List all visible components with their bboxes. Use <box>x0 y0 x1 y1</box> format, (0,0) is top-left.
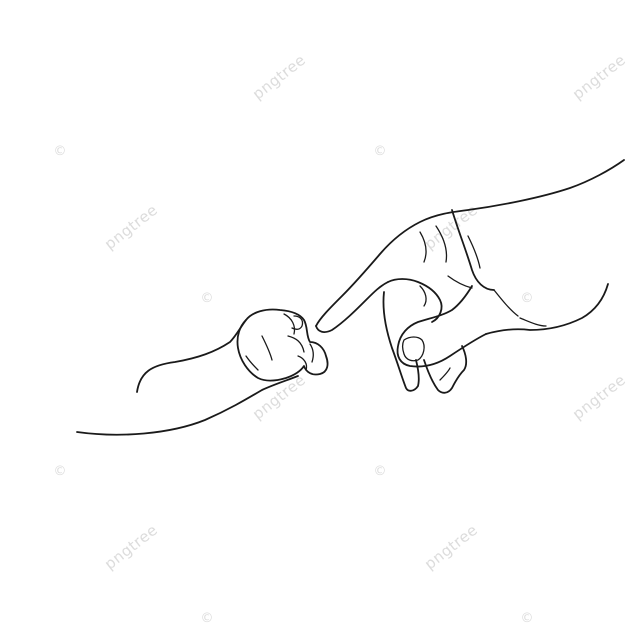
baby-finger-crease <box>261 335 273 361</box>
baby-hand <box>76 308 329 436</box>
baby-finger-crease <box>283 313 296 335</box>
baby-arm-bottom <box>76 375 299 436</box>
watermark-copyright: © <box>373 144 387 159</box>
adult-palm-line <box>447 275 473 289</box>
adult-knuckle <box>419 231 427 263</box>
baby-finger-crease <box>297 355 308 371</box>
adult-palm-edge <box>451 209 495 291</box>
adult-index-top <box>315 159 625 327</box>
watermark-copyright: © <box>520 291 534 306</box>
watermark-copyright: © <box>53 144 67 159</box>
baby-finger-crease <box>309 343 314 363</box>
adult-palm-line <box>493 289 519 317</box>
watermark-copyright: © <box>373 464 387 479</box>
adult-pinky-finger <box>423 345 468 394</box>
baby-wrist-crease <box>245 355 259 371</box>
watermark-copyright: © <box>200 291 214 306</box>
baby-thumb <box>291 315 304 330</box>
watermark-copyright: © <box>520 611 534 626</box>
adult-finger-crease <box>439 367 451 381</box>
watermark-copyright: © <box>200 611 214 626</box>
baby-finger-crease <box>287 335 305 353</box>
adult-knuckle <box>435 225 448 263</box>
adult-forearm-bottom <box>485 283 609 335</box>
adult-hand <box>315 159 625 394</box>
adult-middle-finger <box>387 278 443 323</box>
adult-thumbnail <box>401 336 425 362</box>
adult-index-bottom <box>315 281 389 333</box>
adult-wrist-crease <box>519 317 547 327</box>
watermark-copyright: © <box>53 464 67 479</box>
adult-palm-line <box>467 235 481 269</box>
baby-arm-top <box>136 319 247 393</box>
adult-thumb <box>396 285 487 368</box>
adult-middle-crease <box>419 285 427 307</box>
adult-ring-finger <box>382 291 420 392</box>
baby-fist <box>236 308 329 382</box>
